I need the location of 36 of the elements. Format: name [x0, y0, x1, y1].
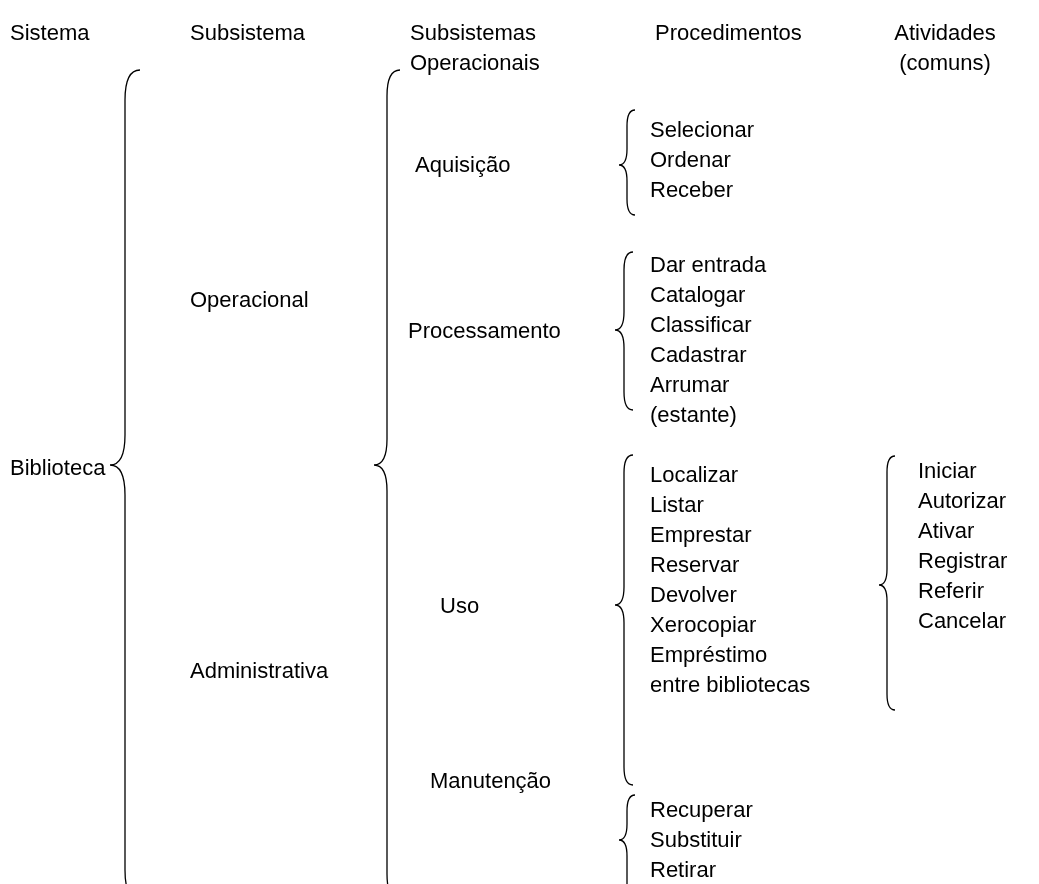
list-item: Xerocopiar [650, 611, 757, 639]
list-item: Registrar [918, 547, 1008, 575]
term-label: Biblioteca [10, 453, 106, 483]
list-item: Listar [650, 491, 704, 519]
list-item: Classificar [650, 311, 752, 339]
list-item: Referir [918, 577, 984, 605]
term-label: Administrativa [190, 656, 329, 686]
column-heading: Sistema [10, 19, 90, 47]
list-item: Cadastrar [650, 341, 747, 369]
list-item: Ativar [918, 517, 975, 545]
list-item: Receber [650, 176, 734, 204]
list-item: Selecionar [650, 116, 754, 144]
term-label: Manutenção [430, 766, 552, 796]
column-heading: Subsistema [190, 19, 305, 47]
list-item: Empréstimo entre bibliotecas [650, 641, 812, 699]
term-label: Aquisição [415, 150, 511, 180]
term-label: Operacional [190, 285, 309, 315]
list-item: Recuperar [650, 796, 753, 824]
column-heading: Atividades (comuns) [893, 19, 997, 77]
term-label: Processamento [408, 316, 561, 346]
list-item: Devolver [650, 581, 737, 609]
column-heading: Subsistemas Operacionais [410, 19, 540, 77]
list-item: Dar entrada [650, 251, 767, 279]
list-item: Cancelar [918, 607, 1007, 635]
list-item: Iniciar [918, 457, 977, 485]
list-item: Arrumar (estante) [650, 371, 738, 429]
list-item: Retirar [650, 856, 716, 884]
list-item: Localizar [650, 461, 739, 489]
list-item: Emprestar [650, 521, 752, 549]
list-item: Catalogar [650, 281, 746, 309]
term-label: Uso [440, 591, 480, 621]
list-item: Substituir [650, 826, 742, 854]
list-item: Ordenar [650, 146, 731, 174]
list-item: Reservar [650, 551, 740, 579]
list-item: Autorizar [918, 487, 1007, 515]
column-heading: Procedimentos [655, 19, 802, 47]
